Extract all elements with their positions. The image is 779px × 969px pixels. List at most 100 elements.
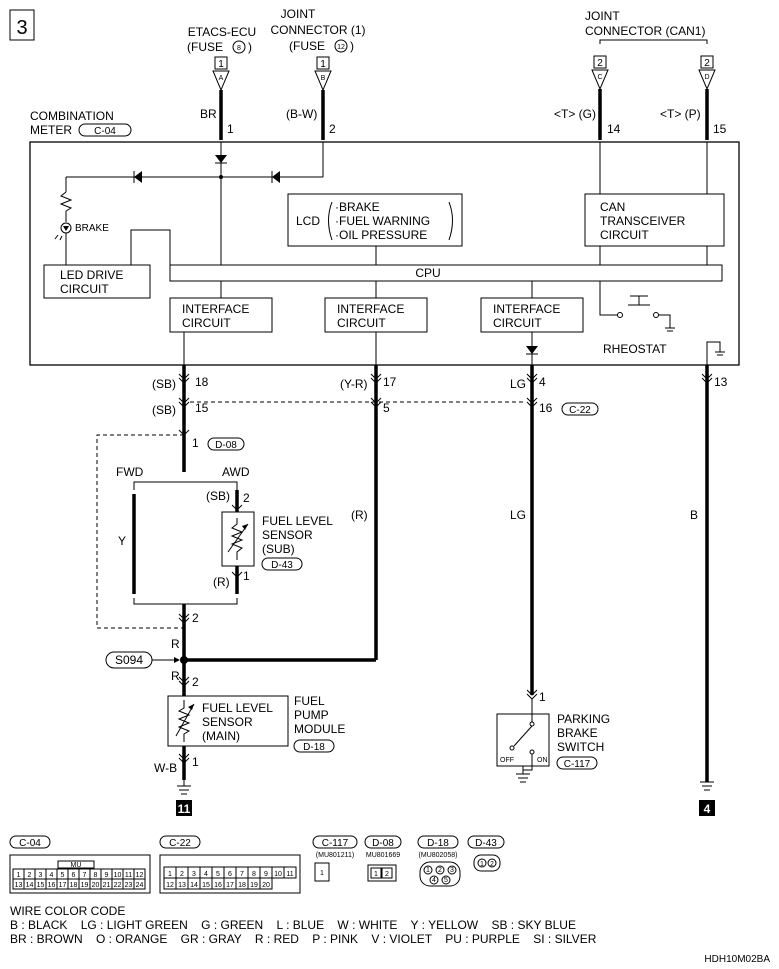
svg-text:15: 15 (713, 122, 727, 136)
svg-text:2: 2 (385, 871, 389, 878)
svg-text:C-22: C-22 (169, 838, 191, 849)
svg-text:<T> (P): <T> (P) (660, 107, 701, 121)
svg-text:MU: MU (71, 862, 82, 869)
c22-pin-label: 15 (202, 882, 210, 889)
can-transceiver-circuit: CAN TRANSCEIVER CIRCUIT (584, 193, 725, 247)
svg-text:OFF: OFF (500, 757, 514, 764)
svg-text:D-18: D-18 (303, 742, 325, 753)
c22-pin-label: 12 (166, 882, 174, 889)
svg-text:WIRE COLOR CODE: WIRE COLOR CODE (10, 904, 125, 918)
c04-pin-label: 14 (26, 882, 34, 889)
svg-text:CONNECTOR (1): CONNECTOR (1) (270, 23, 365, 37)
svg-text:LED DRIVE: LED DRIVE (60, 268, 123, 282)
c04-pin-label: 1 (17, 872, 21, 879)
c04-pin-label: 8 (94, 872, 98, 879)
svg-text:C-04: C-04 (19, 838, 41, 849)
c04-pin-label: 9 (105, 872, 109, 879)
svg-text:·OIL PRESSURE: ·OIL PRESSURE (335, 228, 427, 242)
svg-text:(SUB): (SUB) (262, 542, 295, 556)
c04-pin-label: 23 (125, 882, 133, 889)
svg-text:MODULE: MODULE (294, 722, 345, 736)
ground-right: 4 (699, 781, 715, 816)
svg-text:LG: LG (510, 377, 526, 391)
svg-text:SENSOR: SENSOR (262, 528, 313, 542)
svg-text:11: 11 (178, 802, 191, 816)
svg-text:): ) (350, 39, 354, 53)
svg-text:B: B (321, 75, 326, 82)
svg-text:ETACS-ECU: ETACS-ECU (188, 25, 256, 39)
c22-pin-label: 16 (214, 882, 222, 889)
svg-text:5: 5 (383, 401, 390, 415)
svg-text:B: B (690, 508, 698, 522)
svg-text:17: 17 (383, 375, 397, 389)
svg-text:2: 2 (597, 58, 603, 69)
svg-text:1: 1 (320, 59, 326, 70)
connector-c117: C-117 (MU801211) 1 (312, 835, 358, 882)
c22-pin-cell (259, 877, 273, 890)
fuel-level-sensor-main: FUEL LEVEL SENSOR (MAIN) (167, 695, 289, 747)
interface-circuit-2: INTERFACE CIRCUIT (324, 297, 428, 333)
combination-meter: COMBINATION METER C-04 BRAKE LED DRIVE (29, 109, 740, 366)
svg-text:METER: METER (30, 123, 72, 137)
svg-text:): ) (248, 40, 252, 54)
c04-pin-label: 6 (72, 872, 76, 879)
c22-pin-label: 2 (180, 871, 184, 878)
svg-text:2: 2 (704, 58, 710, 69)
svg-text:LCD: LCD (296, 214, 320, 228)
svg-text:(MU802058): (MU802058) (419, 852, 458, 859)
svg-text:TRANSCEIVER: TRANSCEIVER (600, 214, 686, 228)
svg-text:BRAKE: BRAKE (557, 726, 598, 740)
svg-text:S094: S094 (115, 653, 143, 667)
svg-text:15: 15 (195, 401, 209, 415)
lower-section: R S094 R 2 FUEL LEVEL SENSOR (MAIN) FUEL… (105, 637, 715, 816)
svg-text:1: 1 (320, 870, 324, 877)
svg-text:14: 14 (607, 122, 621, 136)
c04-pin-label: 13 (15, 882, 23, 889)
reference-code: HDH10M02BA (704, 954, 770, 965)
svg-text:C-117: C-117 (322, 838, 349, 849)
c04-pin-label: 22 (114, 882, 122, 889)
svg-text:(Y-R): (Y-R) (340, 377, 368, 391)
svg-text:(R): (R) (213, 575, 230, 589)
c04-pin-label: 3 (39, 872, 43, 879)
svg-text:FUEL: FUEL (294, 694, 325, 708)
svg-text:8: 8 (237, 45, 241, 52)
svg-text:PUMP: PUMP (294, 708, 329, 722)
svg-text:18: 18 (195, 375, 209, 389)
parking-brake-switch: OFF ON (496, 699, 550, 783)
svg-text:CIRCUIT: CIRCUIT (600, 228, 649, 242)
c04-pin-label: 5 (61, 872, 65, 879)
svg-text:(R): (R) (351, 508, 368, 522)
c04-pin-label: 19 (81, 882, 89, 889)
svg-text:COMBINATION: COMBINATION (30, 109, 114, 123)
c04-pin-label: 7 (83, 872, 87, 879)
svg-text:A: A (219, 75, 224, 82)
svg-text:4: 4 (432, 877, 436, 884)
svg-text:(MAIN): (MAIN) (202, 729, 240, 743)
c22-pin-label: 11 (286, 871, 293, 878)
c22-pin-label: 13 (178, 882, 186, 889)
svg-text:·FUEL WARNING: ·FUEL WARNING (335, 214, 430, 228)
svg-text:JOINT: JOINT (585, 9, 620, 23)
c04-pin-label: 24 (136, 882, 144, 889)
svg-text:3: 3 (450, 867, 454, 874)
interface-circuit-3: INTERFACE CIRCUIT (480, 297, 584, 333)
svg-text:1: 1 (539, 690, 546, 704)
c04-pin-label: 15 (37, 882, 45, 889)
svg-text:1: 1 (243, 569, 250, 583)
c04-pin-label: 10 (114, 872, 122, 879)
svg-text:JOINT: JOINT (281, 7, 316, 21)
svg-text:INTERFACE: INTERFACE (182, 302, 249, 316)
c22-pin-label: 9 (264, 871, 268, 878)
svg-text:1: 1 (374, 871, 378, 878)
interface-circuit-1: INTERFACE CIRCUIT (169, 297, 273, 333)
fuel-level-sensor-sub (221, 511, 255, 567)
c04-pin-label: 2 (28, 872, 32, 879)
svg-text:ON: ON (537, 757, 548, 764)
svg-text:C-22: C-22 (569, 405, 591, 416)
svg-text:<T> (G): <T> (G) (554, 107, 596, 121)
svg-text:(SB): (SB) (206, 489, 230, 503)
c22-pin-label: 7 (240, 871, 244, 878)
